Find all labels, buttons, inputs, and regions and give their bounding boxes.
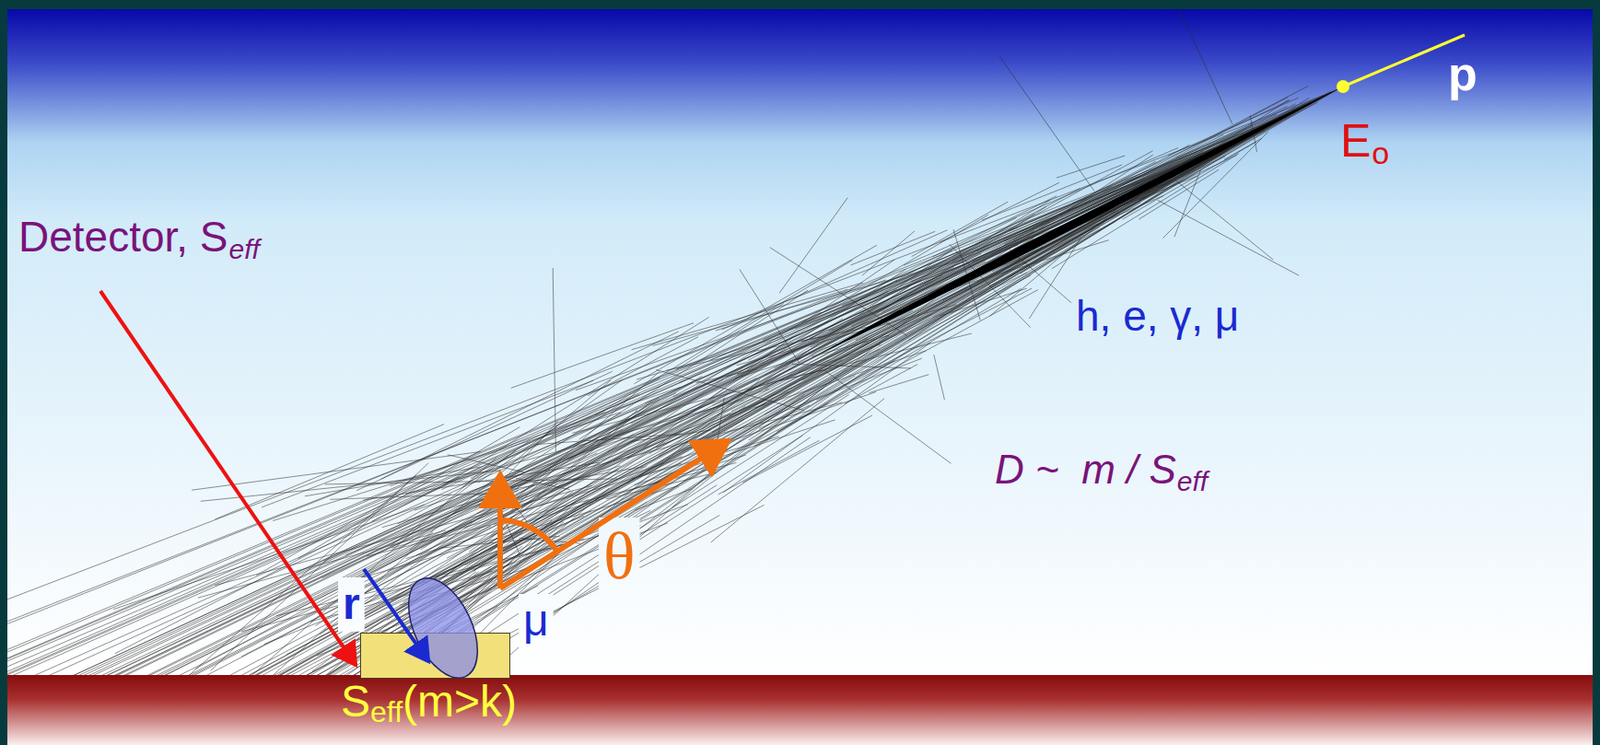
zenith-arrow xyxy=(497,475,503,589)
energy-subscript: o xyxy=(1371,136,1390,171)
detector-label: (m>k) xyxy=(402,677,517,727)
detector-pointer xyxy=(100,291,356,666)
distance-label: r xyxy=(342,580,361,630)
muon-label: μ xyxy=(523,596,549,646)
detector-box: Seff(m>k) xyxy=(360,632,511,679)
detector-label: Detector, S xyxy=(18,213,229,261)
shower-core xyxy=(817,86,1344,355)
particle-types: h, e, γ, μ xyxy=(1075,292,1239,340)
particle-tracks xyxy=(7,9,1344,676)
formula-subscript: eff xyxy=(1177,466,1208,497)
density-formula: D ~ m / S xyxy=(994,447,1177,492)
particle-label: p xyxy=(1448,47,1478,101)
sky xyxy=(7,9,1593,676)
interaction-point xyxy=(1336,80,1350,94)
detector-label: S xyxy=(340,677,371,727)
angle-arc xyxy=(500,520,558,552)
ground xyxy=(7,675,1593,745)
detector-caption: Seff(m>k) xyxy=(340,677,517,729)
shower-tracks xyxy=(7,9,1344,676)
detector-subscript: eff xyxy=(229,233,260,265)
energy-label: E xyxy=(1340,116,1371,167)
detector-label: eff xyxy=(370,696,403,729)
primary-track xyxy=(1343,35,1465,87)
zenith-angle-label: θ xyxy=(603,520,636,594)
